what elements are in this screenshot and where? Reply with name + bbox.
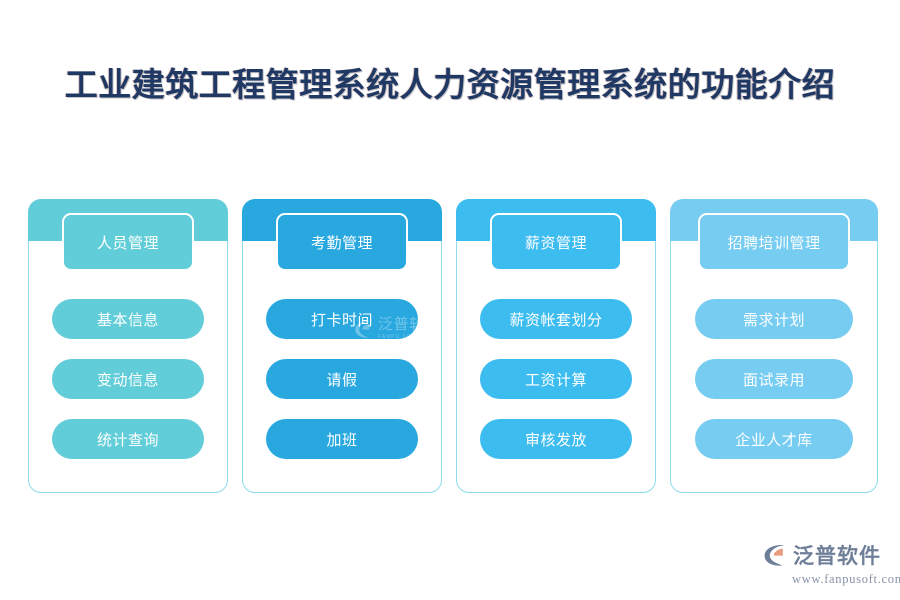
feature-columns: 人员管理 基本信息 变动信息 统计查询 考勤管理 打卡时间 请假 加班 薪资管理… (28, 199, 878, 493)
page-title: 工业建筑工程管理系统人力资源管理系统的功能介绍 (64, 68, 836, 104)
column-item-list-4: 需求计划 面试录用 企业人才库 (670, 299, 878, 459)
list-item[interactable]: 审核发放 (480, 419, 632, 459)
column-header-1[interactable]: 人员管理 (62, 213, 194, 271)
list-item[interactable]: 请假 (266, 359, 418, 399)
list-item[interactable]: 统计查询 (52, 419, 204, 459)
list-item[interactable]: 薪资帐套划分 (480, 299, 632, 339)
column-item-list-3: 薪资帐套划分 工资计算 审核发放 (456, 299, 656, 459)
list-item[interactable]: 需求计划 (695, 299, 853, 339)
brand-name-cn: 泛普软件 (793, 544, 881, 568)
column-header-2[interactable]: 考勤管理 (276, 213, 408, 271)
column-header-3[interactable]: 薪资管理 (490, 213, 622, 271)
feature-column-4: 招聘培训管理 需求计划 面试录用 企业人才库 (670, 199, 878, 493)
column-header-4[interactable]: 招聘培训管理 (698, 213, 850, 271)
list-item[interactable]: 加班 (266, 419, 418, 459)
list-item[interactable]: 面试录用 (695, 359, 853, 399)
brand-url: www.fanpusoft.com (792, 572, 900, 586)
fanpu-logo-icon (762, 542, 788, 568)
brand-row: 泛普软件 (762, 540, 881, 570)
list-item[interactable]: 变动信息 (52, 359, 204, 399)
feature-column-1: 人员管理 基本信息 变动信息 统计查询 (28, 199, 228, 493)
list-item[interactable]: 工资计算 (480, 359, 632, 399)
feature-column-2: 考勤管理 打卡时间 请假 加班 (242, 199, 442, 493)
column-item-list-2: 打卡时间 请假 加班 (242, 299, 442, 459)
list-item[interactable]: 基本信息 (52, 299, 204, 339)
list-item[interactable]: 打卡时间 (266, 299, 418, 339)
column-item-list-1: 基本信息 变动信息 统计查询 (28, 299, 228, 459)
brand-logo: 泛普软件 www.fanpusoft.com (762, 540, 900, 586)
list-item[interactable]: 企业人才库 (695, 419, 853, 459)
feature-column-3: 薪资管理 薪资帐套划分 工资计算 审核发放 (456, 199, 656, 493)
